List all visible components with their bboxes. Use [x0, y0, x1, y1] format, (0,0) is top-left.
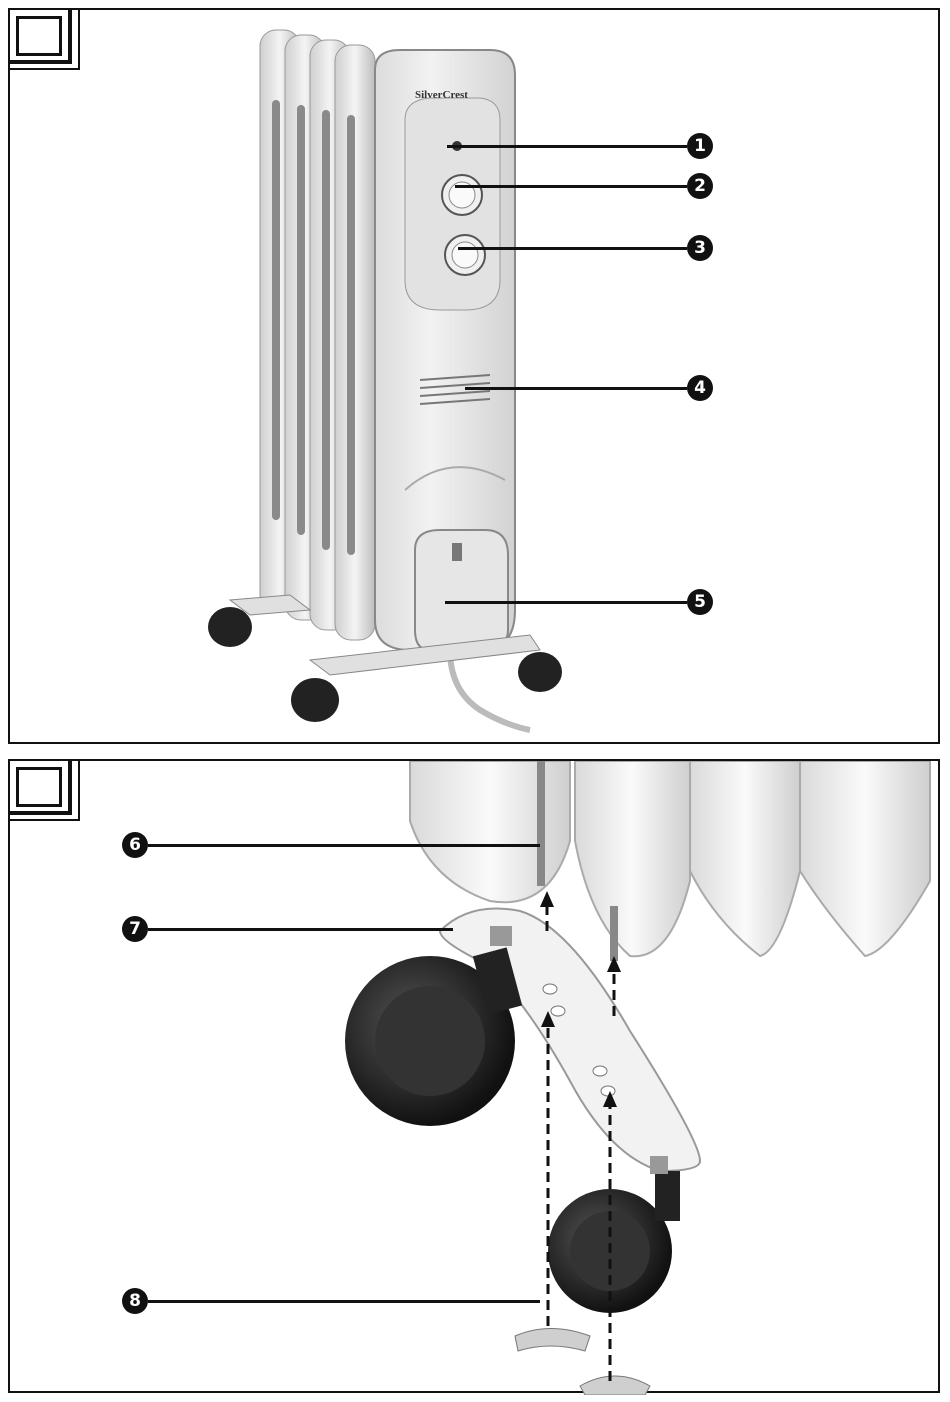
callout-number: 5	[687, 589, 713, 615]
callout-number: 8	[122, 1288, 148, 1314]
callout-number: 6	[122, 832, 148, 858]
power-cable	[450, 650, 530, 730]
callout-3: 3	[458, 235, 713, 261]
callout-number: 7	[122, 916, 148, 942]
callout-8: 8	[122, 1288, 540, 1314]
callout-4: 4	[465, 375, 713, 401]
callout-6: 6	[122, 832, 540, 858]
callout-number: 2	[687, 173, 713, 199]
mounting-rod	[537, 761, 545, 886]
wing-nut	[515, 1329, 590, 1352]
wing-nut	[580, 1376, 650, 1395]
figure-panel-b: 6 7 8	[8, 759, 940, 1393]
callout-5: 5	[445, 589, 713, 615]
brand-logo: SilverCrest	[415, 89, 468, 101]
callout-number: 3	[687, 235, 713, 261]
callout-number: 1	[687, 133, 713, 159]
callout-number: 4	[687, 375, 713, 401]
castor-wheel-small	[548, 1156, 680, 1313]
mounting-rod	[610, 906, 618, 961]
callout-2: 2	[455, 173, 713, 199]
figure-panel-a: SilverCrest 1	[8, 8, 940, 744]
castor-wheel-large	[345, 926, 522, 1126]
callout-7: 7	[122, 916, 453, 942]
callout-1: 1	[447, 133, 713, 159]
